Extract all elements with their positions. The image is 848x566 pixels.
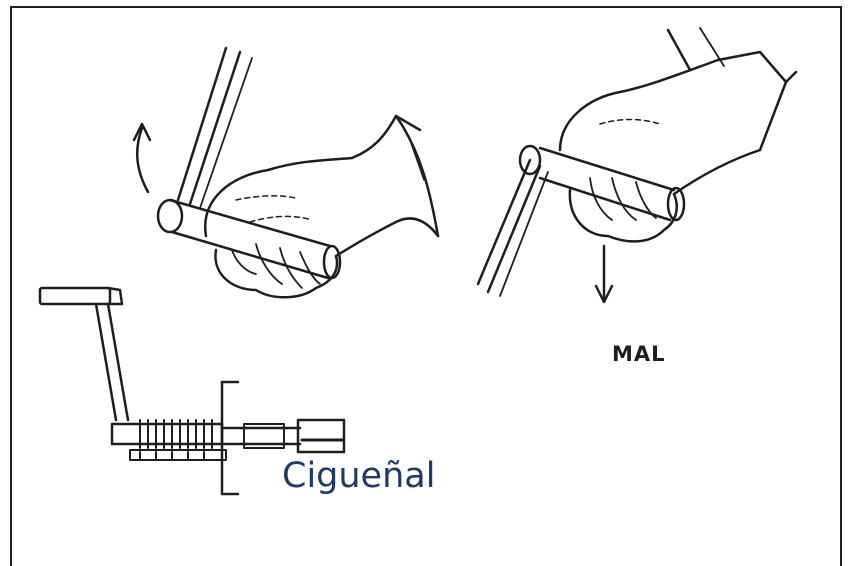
crankshaft-label: Cigueñal [282,456,435,496]
right-hand-grip-icon [478,28,796,302]
left-hand-grip-icon [134,48,438,297]
wrong-label: MAL [612,342,666,366]
